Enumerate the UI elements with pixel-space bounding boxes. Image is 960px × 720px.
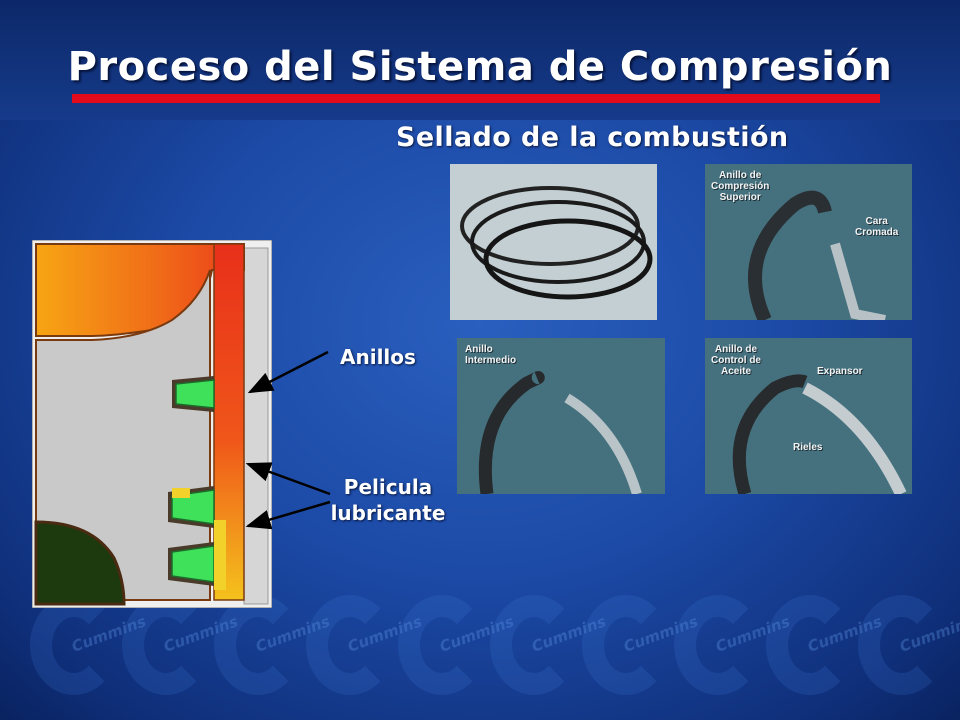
- photo-label: Anillo de Control de Aceite: [711, 344, 761, 377]
- label-line: Compresión: [711, 181, 770, 192]
- compression-ring-image: [705, 164, 912, 320]
- piston-ring-diagram: [32, 240, 272, 608]
- rails-label: Rieles: [793, 442, 823, 453]
- oil-control-ring-image: [705, 338, 912, 494]
- slide-subtitle: Sellado de la combustión: [396, 122, 789, 153]
- callout-line: Pelicula: [343, 475, 433, 499]
- label-line: Superior: [719, 192, 761, 203]
- watermark-c-logo: Cummins: [214, 595, 332, 695]
- lubricant-film-callout: Pelicula lubricante: [318, 474, 458, 526]
- watermark-c-logo: Cummins: [398, 595, 516, 695]
- piston-rings-image: [450, 164, 657, 320]
- label-line: Anillo: [465, 344, 493, 355]
- top-compression-ring-photo: Anillo de Compresión Superior Cara Croma…: [705, 164, 912, 320]
- title-underline: [72, 94, 880, 103]
- watermark-c-logo: Cummins: [122, 595, 240, 695]
- label-line: Cromada: [855, 227, 899, 238]
- watermark-text: Cummins: [897, 612, 960, 656]
- label-line: Intermedio: [465, 355, 517, 366]
- photo-label: Anillo Intermedio: [465, 344, 516, 366]
- expander-label: Expansor: [817, 366, 863, 377]
- intermediate-ring-image: [457, 338, 665, 494]
- label-line: Aceite: [720, 366, 751, 377]
- watermark-c-logo: Cummins: [766, 595, 884, 695]
- watermark-c-logo: Cummins: [858, 595, 960, 695]
- rings-callout: Anillos: [340, 345, 416, 369]
- watermark-c-logo: Cummins: [30, 595, 148, 695]
- watermark-c-logo: Cummins: [582, 595, 700, 695]
- callout-line: lubricante: [330, 501, 446, 525]
- watermark-c-logo: Cummins: [674, 595, 792, 695]
- photo-label: Anillo de Compresión Superior: [711, 170, 769, 203]
- label-line: Cara: [865, 216, 888, 227]
- slide-title: Proceso del Sistema de Compresión: [67, 44, 893, 90]
- watermark-c-logo: Cummins: [306, 595, 424, 695]
- oil-control-ring-photo: Anillo de Control de Aceite Expansor Rie…: [705, 338, 912, 494]
- label-line: Anillo de: [719, 170, 762, 181]
- label-line: Anillo de: [714, 344, 758, 355]
- watermark-c-logo: Cummins: [490, 595, 608, 695]
- label-line: Control de: [711, 355, 761, 366]
- brand-watermark: Cummins Cummins Cummins Cummins Cummins …: [30, 595, 960, 705]
- photo-label: Cara Cromada: [855, 216, 898, 238]
- piston-cross-section-image: [32, 240, 272, 608]
- intermediate-ring-photo: Anillo Intermedio: [457, 338, 665, 494]
- ring-set-photo: [450, 164, 657, 320]
